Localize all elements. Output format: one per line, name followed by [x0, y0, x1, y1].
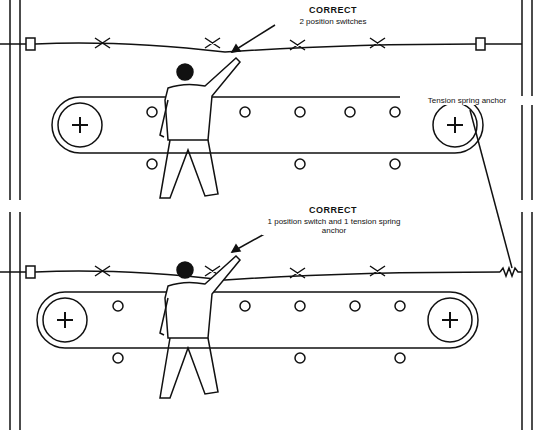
callout-label: 1 position switch and 1 tension spring a…: [262, 217, 406, 235]
support-posts: [10, 212, 532, 430]
leader-arrow: [232, 25, 275, 52]
worker-figure: [160, 256, 240, 398]
pull-cord: [0, 266, 522, 280]
worker-figure: [160, 58, 240, 198]
conveyor-belt: [52, 97, 483, 169]
part-label: Tension spring anchor: [400, 96, 534, 105]
conveyor-belt: [37, 292, 478, 363]
callout-label: 2 position switches: [276, 17, 390, 26]
pull-cord: [0, 38, 522, 52]
heading-label: CORRECT: [296, 5, 370, 15]
heading-label: CORRECT: [296, 205, 370, 215]
leader-line: [470, 110, 512, 268]
